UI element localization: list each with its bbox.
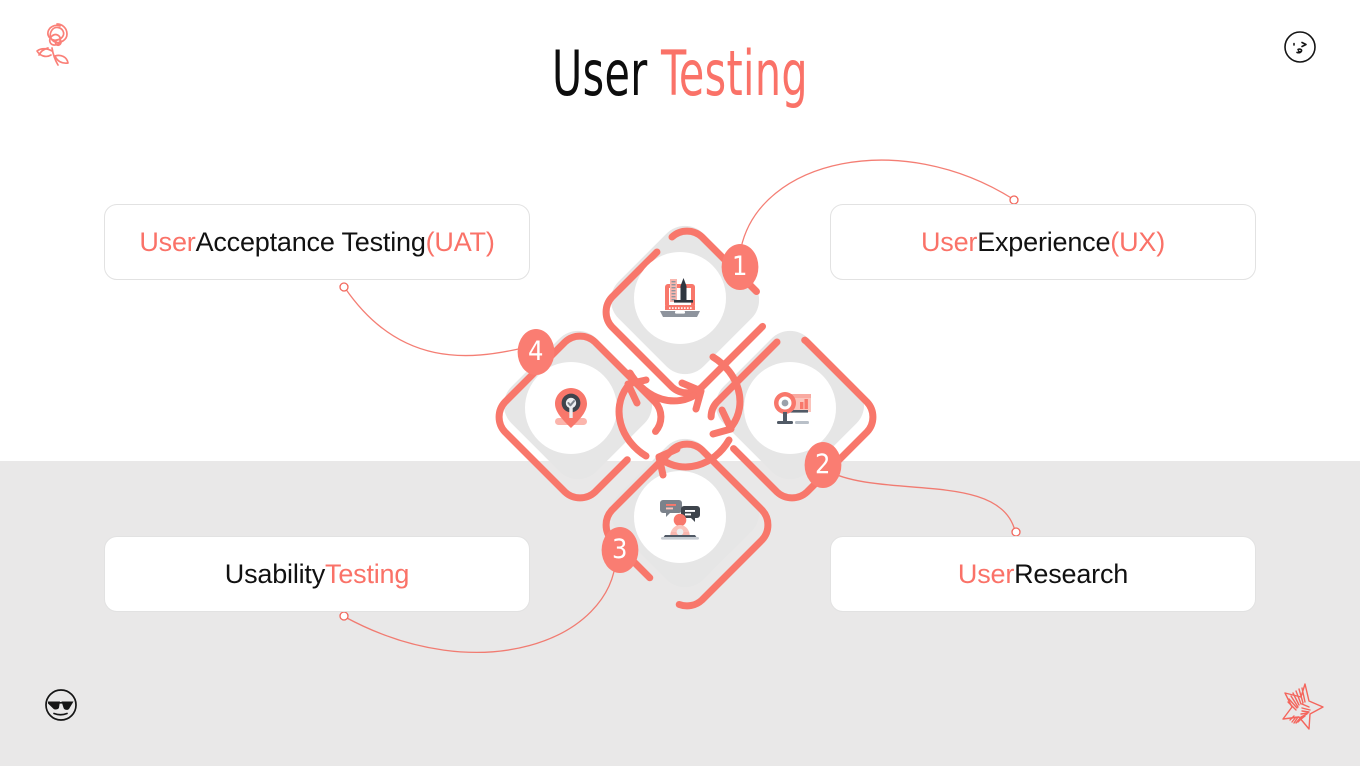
page-title-word-1: User xyxy=(552,37,648,110)
map-pin-check-icon xyxy=(555,388,587,428)
node-icon-laptop-design xyxy=(641,259,719,337)
laptop-design-icon xyxy=(660,278,700,317)
label-card-research-part-1: User xyxy=(957,558,1015,589)
sunglasses-face-doodle-icon xyxy=(42,686,80,729)
node-badge-3[interactable]: 3 xyxy=(601,527,639,573)
page-title-word-2: Testing xyxy=(661,37,808,110)
page-title: User Testing xyxy=(177,40,1183,108)
rose-doodle-icon xyxy=(30,18,86,85)
label-card-uat[interactable]: User Acceptance Testing (UAT) xyxy=(104,204,530,280)
diamond-outlines xyxy=(495,227,877,610)
label-card-ux[interactable]: User Experience (UX) xyxy=(830,204,1256,280)
label-card-uat-part-3: (UAT) xyxy=(425,226,495,257)
person-chat-icon xyxy=(660,500,700,540)
node-icon-magnifier-chart xyxy=(751,369,829,447)
label-card-ux-part-3: (UX) xyxy=(1110,226,1165,257)
kissing-face-doodle-icon xyxy=(1281,28,1319,71)
label-card-ux-part-1: User xyxy=(920,226,978,257)
label-card-usability[interactable]: Usability Testing xyxy=(104,536,530,612)
label-card-ux-part-2: Experience xyxy=(977,226,1111,257)
node-badge-4[interactable]: 4 xyxy=(517,329,555,375)
node-icon-map-pin-check xyxy=(532,369,610,447)
label-card-uat-part-2: Acceptance Testing xyxy=(195,226,426,257)
label-card-usability-part-1: Usability xyxy=(224,558,326,589)
label-card-research[interactable]: User Research xyxy=(830,536,1256,612)
label-card-uat-part-1: User xyxy=(139,226,196,257)
label-card-research-part-2: Research xyxy=(1014,558,1129,589)
node-badge-2[interactable]: 2 xyxy=(804,442,842,488)
star-doodle-icon xyxy=(1278,680,1326,737)
node-badge-1[interactable]: 1 xyxy=(721,244,759,290)
label-card-usability-part-2: Testing xyxy=(325,558,410,589)
magnifier-chart-icon xyxy=(774,392,811,424)
cycle-arrows xyxy=(615,353,744,479)
node-icon-person-chat xyxy=(641,477,719,555)
